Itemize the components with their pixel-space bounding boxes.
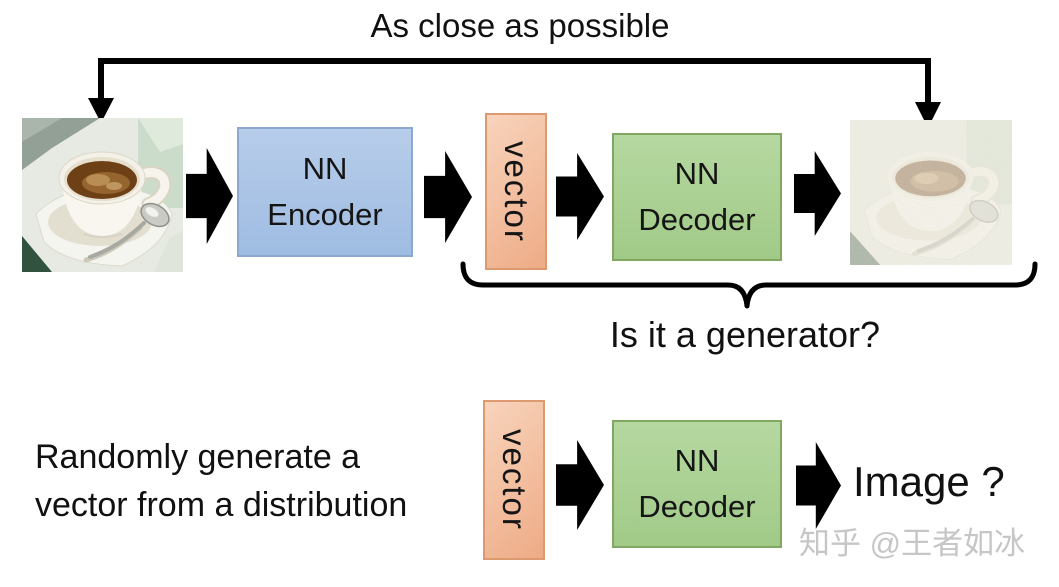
decoder-box: NN Decoder	[612, 133, 782, 261]
input-image	[22, 118, 183, 272]
output-image	[850, 120, 1012, 265]
generator-question: Is it a generator?	[609, 314, 881, 355]
decoder-label: NN Decoder	[638, 155, 756, 238]
vector-label: vector	[497, 140, 535, 243]
latent-vector-box: vector	[485, 113, 547, 270]
bottom-vector-label: vector	[495, 429, 533, 531]
noisy-coffee-photo-icon	[850, 120, 1012, 265]
arrow-encoder-to-vector-icon	[424, 151, 472, 243]
bottom-decoder-box: NN Decoder	[612, 420, 782, 548]
random-vector-caption: Randomly generate a vector from a distri…	[35, 438, 408, 525]
arrow-vector-to-decoder-icon	[556, 153, 604, 240]
arrow-image-to-encoder-icon	[186, 148, 233, 244]
arrow-bottom-decoder-to-output-icon	[796, 442, 841, 529]
arrow-decoder-to-image-icon	[794, 151, 841, 236]
coffee-photo-icon	[22, 118, 183, 272]
encoder-box: NN Encoder	[237, 127, 413, 257]
watermark: 知乎 @王者如冰	[799, 526, 1026, 561]
encoder-label: NN Encoder	[267, 150, 383, 233]
generator-brace-icon	[460, 261, 1038, 309]
bottom-vector-box: vector	[483, 400, 545, 560]
bottom-decoder-label: NN Decoder	[638, 442, 756, 525]
image-question-label: Image ?	[853, 458, 1005, 505]
feedback-arrow-icon	[88, 58, 941, 128]
title: As close as possible	[370, 7, 670, 44]
arrow-bottom-vector-to-decoder-icon	[556, 440, 604, 530]
